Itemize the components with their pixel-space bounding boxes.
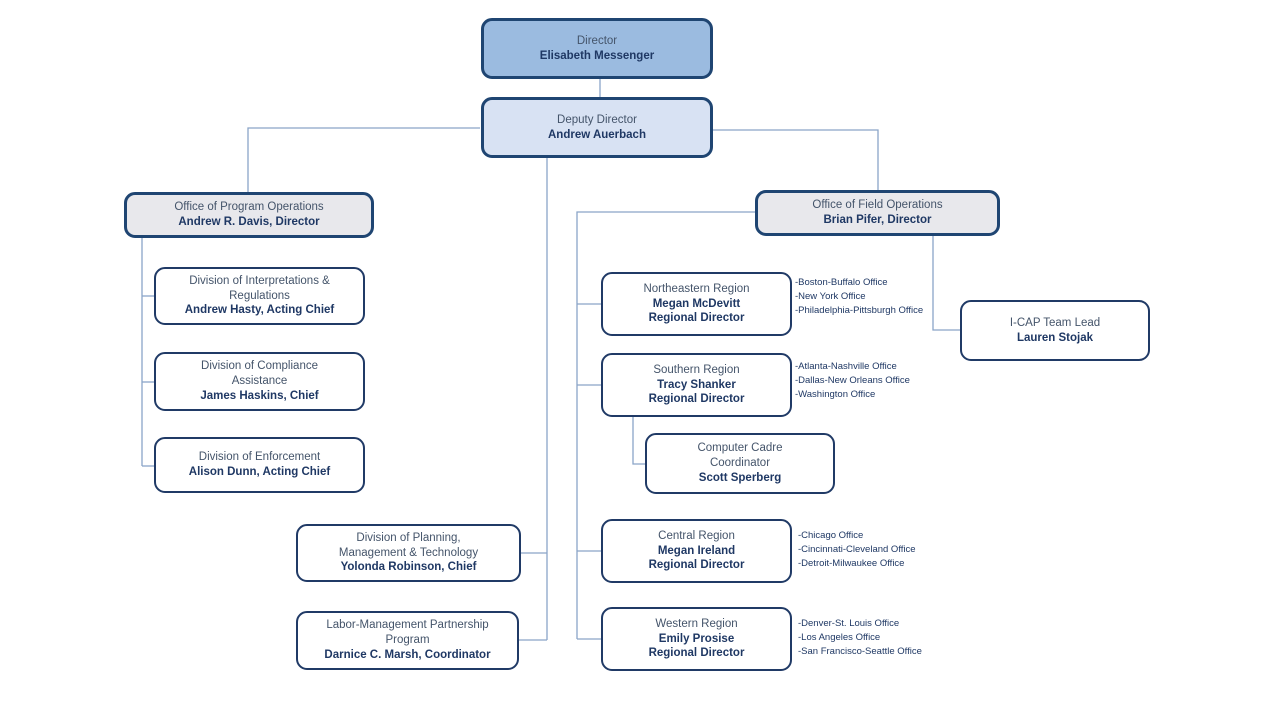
node-title: Northeastern Region xyxy=(643,282,750,295)
node-person: Elisabeth Messenger xyxy=(539,49,655,62)
node-person: Andrew Hasty, Acting Chief xyxy=(184,304,335,317)
node-person: Megan McDevitt xyxy=(652,297,741,310)
southern-office-list: -Atlanta-Nashville Office -Dallas-New Or… xyxy=(795,361,910,400)
node-role: Regional Director xyxy=(648,312,745,325)
node-title: Deputy Director xyxy=(557,113,637,126)
node-role: Regional Director xyxy=(648,647,745,660)
org-node-deputy-director: Deputy Director Andrew Auerbach xyxy=(481,97,713,158)
org-node-computer-cadre: Computer Cadre Coordinator Scott Sperber… xyxy=(645,433,835,494)
org-node-northeastern-region: Northeastern Region Megan McDevitt Regio… xyxy=(601,272,792,336)
org-node-compliance: Division of Compliance Assistance James … xyxy=(154,352,365,411)
western-office-list: -Denver-St. Louis Office -Los Angeles Of… xyxy=(798,618,922,657)
org-node-southern-region: Southern Region Tracy Shanker Regional D… xyxy=(601,353,792,417)
connector-computer-cadre xyxy=(632,417,645,465)
connector-deputy-field-operations xyxy=(713,129,879,190)
node-title: I-CAP Team Lead xyxy=(1009,316,1101,329)
org-node-planning: Division of Planning, Management & Techn… xyxy=(296,524,521,582)
node-person: Darnice C. Marsh, Coordinator xyxy=(324,648,491,661)
node-person: Megan Ireland xyxy=(657,544,736,557)
node-title: Division of Enforcement xyxy=(198,451,321,464)
node-title: Labor-Management Partnership Program xyxy=(326,619,489,647)
node-title: Division of Compliance Assistance xyxy=(201,360,318,388)
node-person: Tracy Shanker xyxy=(657,378,736,391)
node-title: Western Region xyxy=(655,617,738,630)
node-title: Southern Region xyxy=(653,363,740,376)
org-node-icap: I-CAP Team Lead Lauren Stojak xyxy=(960,300,1150,361)
org-node-western-region: Western Region Emily Prosise Regional Di… xyxy=(601,607,792,671)
node-title: Division of Interpretations & Regulation… xyxy=(189,274,330,302)
node-person: Andrew Auerbach xyxy=(548,128,646,141)
org-node-director: Director Elisabeth Messenger xyxy=(481,18,713,79)
node-person: Brian Pifer, Director xyxy=(823,214,932,226)
node-title: Office of Field Operations xyxy=(812,199,943,212)
node-person: Alison Dunn, Acting Chief xyxy=(188,466,331,478)
central-office-list: -Chicago Office -Cincinnati-Cleveland Of… xyxy=(798,530,916,569)
node-title: Division of Planning, Management & Techn… xyxy=(338,531,479,559)
org-node-central-region: Central Region Megan Ireland Regional Di… xyxy=(601,519,792,583)
connector-field-operations-spine xyxy=(576,211,755,639)
node-role: Regional Director xyxy=(648,393,745,406)
node-person: James Haskins, Chief xyxy=(200,389,319,402)
node-person: Emily Prosise xyxy=(658,632,735,645)
node-person: Lauren Stojak xyxy=(1016,331,1094,344)
node-title: Central Region xyxy=(658,529,735,542)
node-person: Andrew R. Davis, Director xyxy=(178,216,320,228)
node-role: Regional Director xyxy=(648,559,745,572)
org-node-program-operations: Office of Program Operations Andrew R. D… xyxy=(124,192,374,238)
org-node-field-operations: Office of Field Operations Brian Pifer, … xyxy=(755,190,1000,236)
node-title: Director xyxy=(576,34,618,47)
connector-deputy-program-operations xyxy=(247,127,480,192)
connector-icap xyxy=(932,236,960,331)
org-node-enforcement: Division of Enforcement Alison Dunn, Act… xyxy=(154,437,365,493)
node-person: Scott Sperberg xyxy=(698,471,782,484)
org-node-interpretations: Division of Interpretations & Regulation… xyxy=(154,267,365,325)
node-title: Computer Cadre Coordinator xyxy=(697,442,783,470)
node-title: Office of Program Operations xyxy=(174,201,324,214)
northeastern-office-list: -Boston-Buffalo Office -New York Office … xyxy=(795,277,924,316)
node-person: Yolonda Robinson, Chief xyxy=(340,561,477,574)
org-node-labor-management: Labor-Management Partnership Program Dar… xyxy=(296,611,519,670)
